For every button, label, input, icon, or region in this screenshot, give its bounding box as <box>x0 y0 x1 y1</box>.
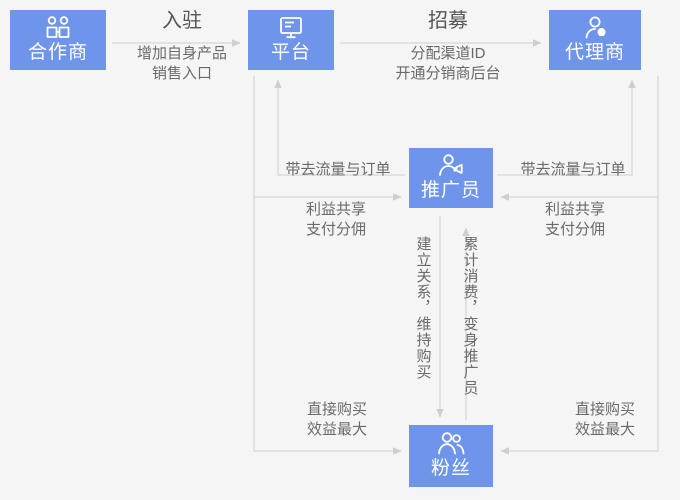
monitor-icon <box>277 16 305 40</box>
edge-label-platform-to-agent-title: 招募 <box>428 10 468 32</box>
node-partner[interactable]: 合作商 <box>10 10 106 70</box>
edge-label-promoter-to-agent: 带去流量与订单 <box>520 161 626 178</box>
person-badge-icon: 代 <box>581 16 609 40</box>
node-agent[interactable]: 代 代理商 <box>549 10 641 70</box>
arrow-agent-to-fans <box>500 197 659 455</box>
node-fans-label: 粉丝 <box>430 458 471 480</box>
arrow-promoter-to-platform <box>274 79 405 176</box>
node-promoter-label: 推广员 <box>420 180 481 202</box>
edge-label-promoter-to-platform: 带去流量与订单 <box>285 161 391 178</box>
edge-label-partner-to-platform-title: 入驻 <box>162 10 202 32</box>
arrow-promoter-to-agent <box>497 79 636 176</box>
two-persons-icon <box>43 16 73 40</box>
two-persons-icon <box>436 432 466 456</box>
node-agent-label: 代理商 <box>564 42 625 64</box>
edge-label-partner-to-platform-detail: 增加自身产品 销售入口 <box>136 45 227 82</box>
edge-label-agent-to-fans: 直接购买 效益最大 <box>574 401 635 438</box>
edge-label-platform-to-agent-detail: 分配渠道ID 开通分销商后台 <box>395 45 501 82</box>
node-platform-label: 平台 <box>270 42 311 64</box>
node-promoter[interactable]: 推广员 <box>409 148 493 208</box>
node-partner-label: 合作商 <box>27 42 88 64</box>
svg-text:代: 代 <box>599 28 605 36</box>
person-megaphone-icon <box>436 154 466 178</box>
arrow-platform-to-fans <box>253 197 402 455</box>
node-platform[interactable]: 平台 <box>248 10 334 70</box>
edge-label-platform-to-promoter: 利益共享 支付分佣 <box>305 201 366 238</box>
node-fans[interactable]: 粉丝 <box>409 425 493 487</box>
edge-label-agent-to-promoter: 利益共享 支付分佣 <box>544 201 605 238</box>
edge-label-platform-to-fans: 直接购买 效益最大 <box>306 401 367 438</box>
edge-label-fans-to-promoter: 累计消费，变身推广员 <box>461 236 479 396</box>
edge-label-promoter-to-fans: 建立关系，维持购买 <box>414 236 432 380</box>
